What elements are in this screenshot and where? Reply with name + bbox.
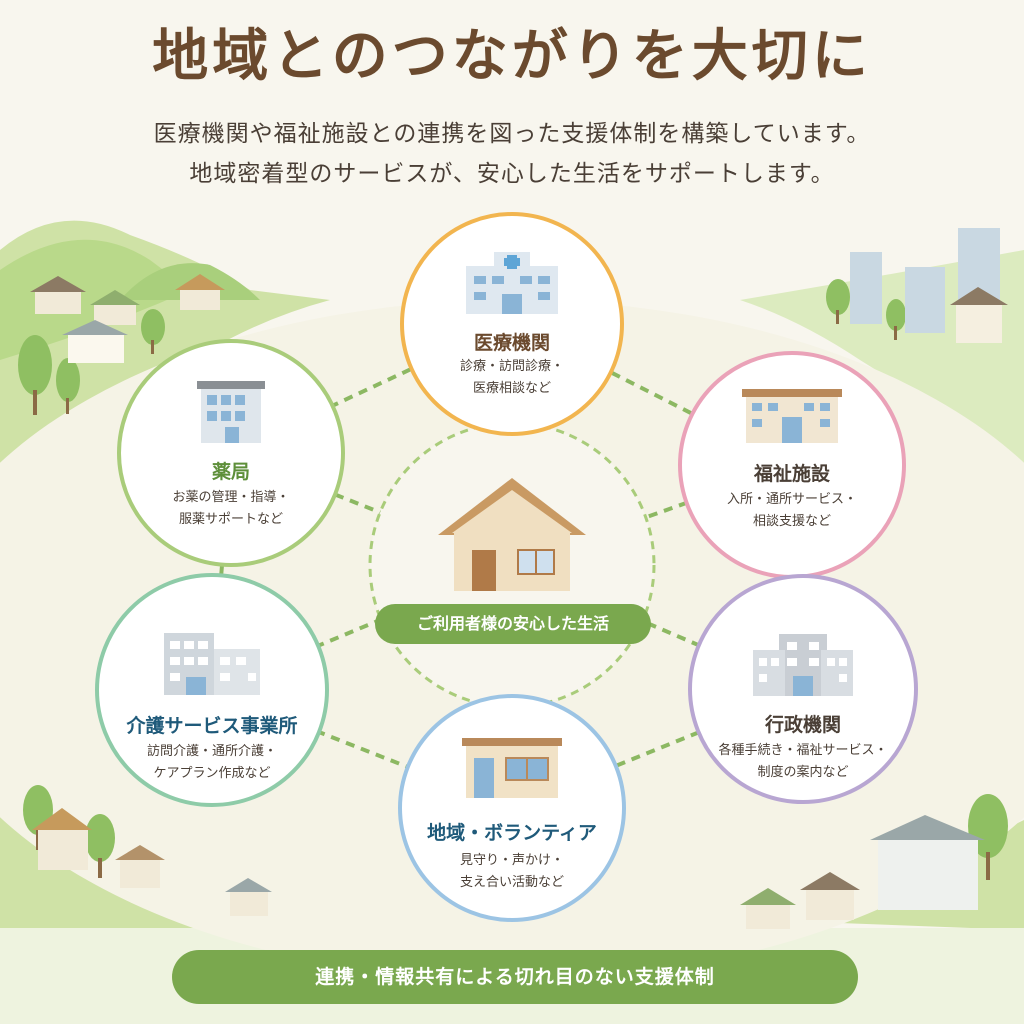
node-care: 介護サービス事業所 訪問介護・通所介護・ ケアプラン作成など: [95, 573, 329, 807]
node-community: 地域・ボランティア 見守り・声かけ・ 支え合い活動など: [398, 694, 626, 922]
care-office-icon: [164, 633, 260, 695]
node-admin-desc-1: 各種手続き・福祉サービス・: [718, 743, 888, 758]
subtitle-line-1: 医療機関や福祉施設との連携を図った支援体制を構築しています。: [153, 121, 871, 147]
node-welfare-desc-1: 入所・通所サービス・: [726, 492, 857, 507]
node-pharmacy-desc-2: 服薬サポートなど: [178, 512, 283, 527]
hospital-icon: [466, 252, 558, 314]
center-label: ご利用者様の安心した生活: [375, 604, 651, 644]
node-welfare-desc-2: 相談支援など: [752, 514, 831, 529]
node-community-name: 地域・ボランティア: [427, 822, 597, 844]
node-admin-name: 行政機関: [764, 714, 841, 736]
node-care-desc-2: ケアプラン作成など: [153, 766, 271, 781]
subtitle-line-2: 地域密着型のサービスが、安心した生活をサポートします。: [189, 161, 835, 187]
node-community-desc-1: 見守り・声かけ・: [459, 853, 564, 868]
node-admin: 行政機関 各種手続き・福祉サービス・ 制度の案内など: [688, 574, 918, 804]
node-medical-desc-2: 医療相談など: [472, 381, 551, 396]
node-medical-desc-1: 診療・訪問診療・: [459, 359, 564, 374]
house-icon: [438, 478, 586, 591]
node-pharmacy: 薬局 お薬の管理・指導・ 服薬サポートなど: [117, 339, 345, 567]
pharmacy-building-icon: [197, 381, 265, 443]
node-community-desc-2: 支え合い活動など: [459, 875, 564, 890]
welfare-facility-icon: [742, 389, 842, 443]
node-medical: 医療機関 診療・訪問診療・ 医療相談など: [400, 212, 624, 436]
node-pharmacy-name: 薬局: [211, 461, 250, 483]
node-admin-desc-2: 制度の案内など: [757, 765, 849, 780]
page-title: 地域とのつながりを大切に: [152, 23, 872, 89]
node-medical-name: 医療機関: [473, 332, 550, 354]
node-care-name: 介護サービス事業所: [126, 715, 298, 737]
footer-banner: 連携・情報共有による切れ目のない支援体制: [172, 950, 858, 1004]
government-building-icon: [753, 634, 853, 696]
node-welfare: 福祉施設 入所・通所サービス・ 相談支援など: [678, 351, 906, 579]
node-pharmacy-desc-1: お薬の管理・指導・: [172, 490, 290, 505]
community-center-icon: [462, 738, 562, 798]
node-welfare-name: 福祉施設: [753, 463, 830, 485]
node-care-desc-1: 訪問介護・通所介護・: [146, 744, 277, 759]
